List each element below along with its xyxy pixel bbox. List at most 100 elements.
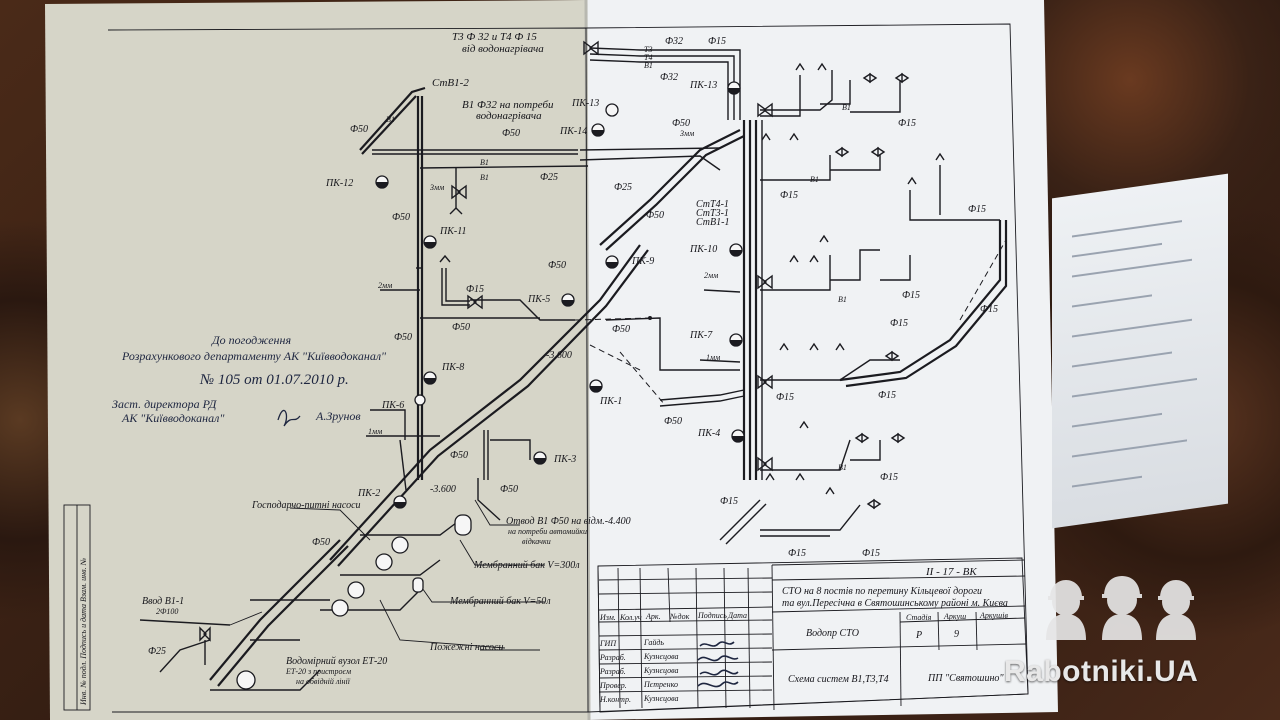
phi15-right-label-4: Ф15 — [968, 204, 986, 215]
title-block — [597, 557, 1029, 713]
b1-phi32-label: В1 Ф32 на потреби — [462, 99, 554, 111]
pk1-label: ПК-1 — [599, 396, 622, 407]
pk4-label: ПК-4 — [697, 428, 720, 439]
pk6-label: ПК-6 — [381, 400, 404, 411]
phi50-label-2: Ф50 — [502, 128, 520, 139]
phi50-right-label-2: Ф50 — [646, 210, 664, 221]
approval-org: АК "Київводоканал" — [121, 411, 225, 425]
name-3: Кузнєцова — [643, 666, 679, 675]
pk3-label: ПК-3 — [553, 454, 576, 465]
level-a-label: -3.600 — [546, 350, 572, 361]
role-4: Провер. — [599, 681, 627, 690]
meter-label-2: ЕТ-20 з пристроєм — [285, 667, 351, 676]
pk13-left-label: ПК-13 — [571, 98, 599, 109]
b1-label-2: В1 — [480, 173, 489, 182]
phi50-label-5: Ф50 — [394, 332, 412, 343]
pumps-label: Господарчо-питні насоси — [251, 500, 361, 511]
phi25-label-2: Ф25 — [148, 646, 166, 657]
phi50-right-label-4: Ф50 — [664, 416, 682, 427]
stb1-label: СтВ1-1 — [696, 217, 729, 228]
inlet-label: Ввод В1-1 — [142, 596, 184, 607]
phi15-right-label-9: Ф15 — [878, 390, 896, 401]
rabotniki-logo: Rabotniki.UA — [1004, 570, 1254, 700]
side-stamp-text: Инв. № подл. Подпись и дата Взам. инв. № — [79, 557, 88, 706]
phi15-right-label-3: Ф15 — [898, 118, 916, 129]
phi50-label-8: Ф50 — [312, 537, 330, 548]
t3-t4-label: Т3 Ф 32 и Т4 Ф 15 — [452, 31, 537, 43]
heater-label: водонагрівача — [476, 110, 542, 122]
sink3-right-label: 3мм — [679, 129, 694, 138]
col-kol: Кол.уч — [619, 613, 642, 622]
phi32-label: Ф32 — [665, 36, 683, 47]
sink1-label: 1мм — [368, 427, 382, 436]
stt3-label: СтТ3-1 — [696, 208, 729, 219]
phi15-right-label-1: Ф15 — [708, 36, 726, 47]
membrane-tank-50-icon — [412, 577, 424, 593]
phi50-label-3: Ф50 — [392, 212, 410, 223]
phi15-right-label-13: Ф15 — [862, 548, 880, 559]
approval-dept: Розрахункового департаменту АК "Київводо… — [121, 349, 387, 363]
sink3-label: 3мм — [429, 183, 444, 192]
phi50-label-4: Ф50 — [452, 322, 470, 333]
t4-label: Т4 — [644, 53, 652, 62]
phi15-right-label-11: Ф15 — [720, 496, 738, 507]
domestic-pump-1-icon — [391, 536, 409, 554]
phi15-right-label-7: Ф15 — [980, 304, 998, 315]
role-3: Разраб. — [599, 667, 626, 676]
col-date: Дата — [727, 611, 747, 620]
from-heater-label: від водонагрівача — [462, 43, 544, 55]
membrane-300-label: Мембранний бак V=300л — [473, 560, 580, 571]
meter-label: Водомірний вузол ЕТ-20 — [286, 656, 387, 667]
inlet-dim-label: 2Ф100 — [156, 607, 178, 616]
col-doc: №док — [669, 612, 690, 621]
workers-helmet-icon — [1046, 576, 1196, 640]
phi25-label-1: Ф25 — [540, 172, 558, 183]
phi15-label-1: Ф15 — [466, 284, 484, 295]
membrane-tank-300-icon — [454, 514, 472, 536]
phi50-label-7: Ф50 — [500, 484, 518, 495]
fire-cabinet-pk6-icon — [414, 394, 426, 406]
phi50-right-label-1: Ф50 — [672, 118, 690, 129]
project-name: СТО на 8 постів по перетину Кільцевої до… — [782, 586, 982, 597]
pk10-label: ПК-10 — [689, 244, 717, 255]
pk7-label: ПК-7 — [689, 330, 713, 341]
phi50-label-1: Ф50 — [350, 124, 368, 135]
sheet-value: 9 — [954, 629, 959, 640]
role-1: ГИП — [599, 639, 617, 648]
second-paper — [1052, 173, 1228, 529]
sink2-right-label: 2мм — [704, 271, 718, 280]
pk8-label: ПК-8 — [441, 362, 464, 373]
level-b-label: -3.600 — [430, 484, 456, 495]
fire-pumps-label: Пожежні насоси — [429, 642, 503, 653]
stage-value: Р — [915, 630, 922, 641]
pk9-label: ПК-9 — [631, 256, 654, 267]
b1-right-label-5: В1 — [838, 463, 847, 472]
domestic-pump-2-icon — [375, 553, 393, 571]
phi15-right-label-5: Ф15 — [902, 290, 920, 301]
b1-right-label-4: В1 — [838, 295, 847, 304]
phi32-label-2: Ф32 — [660, 72, 678, 83]
approval-number: № 105 от 01.07.2010 р. — [199, 372, 349, 388]
pk12-label: ПК-12 — [325, 178, 353, 189]
b1-right-label-1: В1 — [644, 61, 653, 70]
fire-cabinet-pk13-icon — [605, 103, 619, 117]
outlet-label: Отвод В1 Ф50 на вiдм.-4.400 — [506, 516, 631, 527]
approval-stamp: До погодження Розрахункового департамент… — [112, 333, 387, 427]
t3-label: Т3 — [644, 45, 652, 54]
pk13-right-label: ПК-13 — [689, 80, 717, 91]
b1-right-label-2: В1 — [842, 103, 851, 112]
sink1-right-label: 1мм — [706, 353, 720, 362]
outlet-label-2: на потреби автомийки — [508, 527, 587, 536]
sheet-header: Аркуш — [943, 612, 966, 621]
phi15-right-label-8: Ф15 — [776, 392, 794, 403]
pk2-label: ПК-2 — [357, 488, 380, 499]
phi15-right-label-12: Ф15 — [788, 548, 806, 559]
company-name: ПП "Святошино" — [927, 673, 1004, 684]
role-2: Разраб. — [599, 653, 626, 662]
name-4: Пєтренко — [643, 680, 678, 689]
left-frame — [107, 27, 589, 713]
name-1: Гайдь — [643, 638, 664, 647]
phi15-right-label-2: Ф15 — [780, 190, 798, 201]
sheets-header: Аркушів — [979, 611, 1008, 620]
